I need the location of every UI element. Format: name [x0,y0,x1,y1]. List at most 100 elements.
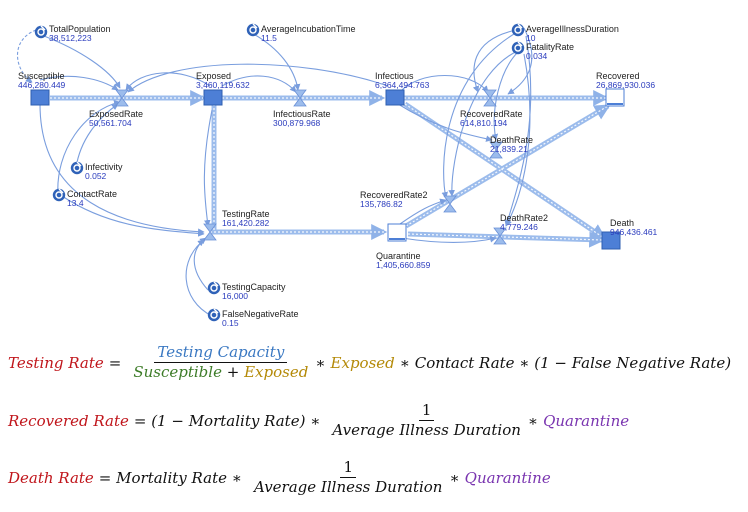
eq-death-fraction: 1 Average Illness Duration [251,459,445,496]
eq-recovered-numerator: 1 [418,402,435,421]
stock-quarantine-fill [389,238,405,240]
flow-name-recoveredrate2: RecoveredRate2 [360,190,428,200]
stock-recovered [605,88,625,107]
valve-deathrate2 [493,227,507,245]
contactrate-icon [52,188,66,202]
param-value-infectivity: 0.052 [85,171,107,181]
flow-name-recoveredrate: RecoveredRate [460,109,523,119]
eq-testing-lhs: Testing Rate [8,353,104,372]
stock-exposed [203,89,223,106]
stock-infectious [385,89,405,106]
eq-recovered-mid: = (1 − Mortality Rate) ∗ [133,411,321,430]
param-value-testingcapacity: 16,000 [222,291,248,301]
eq-recovered-denominator: Average Illness Duration [332,421,521,439]
equation-testing-rate: Testing Rate = Testing Capacity Suscepti… [8,344,731,381]
flow-value-deathrate: 21,839.21 [490,144,528,154]
valve-deathrate [489,141,503,159]
param-name-infectivity: Infectivity [85,162,123,172]
eq-death-denominator: Average Illness Duration [253,478,443,496]
stock-value-susceptible: 446,280.449 [18,80,66,90]
eq-testing-fraction: Testing Capacity Susceptible + Exposed [130,344,311,381]
stock-susceptible [30,89,50,106]
totalpopulation-icon [34,25,48,39]
parameter-icons [34,23,525,322]
valve-testingrate [203,223,217,241]
flow-value-testingrate: 161,420.282 [222,218,270,228]
eq-recovered-quarantine: Quarantine [543,411,630,430]
flow-value-infectiousrate: 300,879.968 [273,118,321,128]
stock-labels: Susceptible 446,280.449 Exposed 3,460,11… [18,71,658,270]
valve-recoveredrate2 [443,195,457,213]
eq-death-op: ∗ [449,468,460,487]
param-name-falsenegativerate: FalseNegativeRate [222,309,299,319]
valve-recoveredrate [483,89,497,107]
flow-value-exposedrate: 50,561.704 [89,118,132,128]
equation-death-rate: Death Rate = Mortality Rate ∗ 1 Average … [8,459,551,496]
param-name-totalpopulation: TotalPopulation [49,24,111,34]
eq-recovered-op: ∗ [527,411,539,430]
eq-testing-den-plus: + [226,363,240,381]
param-value-falsenegativerate: 0.15 [222,318,239,328]
eq-death-quarantine: Quarantine [464,468,551,487]
eq-testing-op1: ∗ [315,353,326,372]
stock-name-quarantine: Quarantine [376,251,421,261]
param-name-fatalityrate: FatalityRate [526,42,574,52]
param-name-averageincubationtime: AverageIncubationTime [261,24,356,34]
stock-value-infectious: 6,364,494.763 [375,80,430,90]
flow-value-recoveredrate: 614,810.194 [460,118,508,128]
flow-name-exposedrate: ExposedRate [89,109,143,119]
eq-recovered-fraction: 1 Average Illness Duration [329,402,523,439]
flow-name-deathrate2: DeathRate2 [500,213,548,223]
parameter-labels: TotalPopulation 38,512,223 AverageIncuba… [49,24,619,328]
flow-name-testingrate: TestingRate [222,209,270,219]
param-name-contactrate: ContactRate [67,189,117,199]
eq-testing-tail: ∗ Contact Rate ∗ (1 − False Negative Rat… [399,353,732,372]
averageincubationtime-icon [246,23,260,37]
eq-testing-numerator: Testing Capacity [154,344,288,363]
eq-recovered-lhs: Recovered Rate [8,411,129,430]
stock-recovered-fill [607,103,623,105]
param-value-contactrate: 13.4 [67,198,84,208]
valve-infectiousrate [293,89,307,107]
eq-testing-den-b: Exposed [244,363,309,381]
flow-name-infectiousrate: InfectiousRate [273,109,331,119]
flow-value-recoveredrate2: 135,786.82 [360,199,403,209]
stocks [30,88,625,250]
eq-testing-exposed: Exposed [330,353,395,372]
param-value-averageillnessduration: 10 [526,33,536,43]
stock-flow-diagram: Susceptible 446,280.449 Exposed 3,460,11… [17,23,658,328]
falsenegativerate-icon [207,308,221,322]
param-value-totalpopulation: 38,512,223 [49,33,92,43]
eq-death-lhs: Death Rate [8,468,94,487]
stock-value-recovered: 26,869,930.036 [596,80,655,90]
infectivity-icon [70,161,84,175]
testingcapacity-icon [207,281,221,295]
eq-death-mid: = Mortality Rate ∗ [98,468,242,487]
stock-value-death: 946,436.461 [610,227,658,237]
stock-name-death: Death [610,218,634,228]
flow-value-deathrate2: 4,779.246 [500,222,538,232]
valves [115,89,507,245]
eq-death-numerator: 1 [340,459,356,478]
stock-name-susceptible: Susceptible [18,71,65,81]
stock-name-recovered: Recovered [596,71,640,81]
info-links [17,27,533,317]
flow-name-deathrate: DeathRate [490,135,533,145]
param-value-averageincubationtime: 11.5 [261,33,277,43]
param-value-fatalityrate: 0.034 [526,51,548,61]
stock-death [601,231,621,250]
flow-labels: ExposedRate 50,561.704 InfectiousRate 30… [89,109,548,232]
eq-testing-den-a: Susceptible [133,363,222,381]
valve-exposedrate [115,89,129,107]
equation-recovered-rate: Recovered Rate = (1 − Mortality Rate) ∗ … [8,402,629,439]
stock-name-infectious: Infectious [375,71,414,81]
eq-testing-denominator: Susceptible + Exposed [130,363,311,381]
pipe-infectious-death [403,101,607,241]
param-name-averageillnessduration: AverageIllnessDuration [526,24,619,34]
stock-value-quarantine: 1,405,660.859 [376,260,431,270]
stock-value-exposed: 3,460,119.632 [196,80,250,90]
fatalityrate-icon [511,41,525,55]
stock-name-exposed: Exposed [196,71,231,81]
eq-testing-equals: = [108,353,122,372]
stock-quarantine [387,223,407,242]
